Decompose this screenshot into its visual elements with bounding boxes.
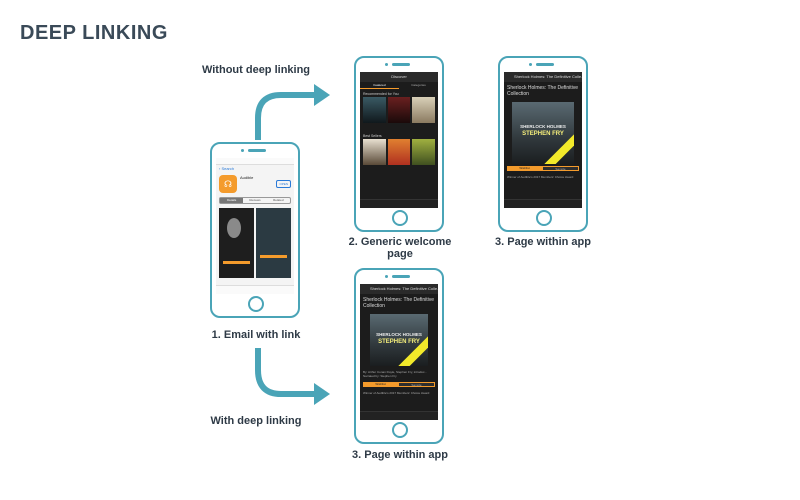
sample-button[interactable]: Sample (398, 382, 435, 387)
arrowhead-bottom (314, 383, 330, 405)
book-cover[interactable] (363, 97, 386, 123)
app-tab-bar (360, 199, 438, 208)
camera-dot (385, 275, 388, 278)
speaker-slot (392, 63, 410, 66)
label-generic-line2: page (387, 248, 413, 260)
speaker-slot (392, 275, 410, 278)
speaker-slot (536, 63, 554, 66)
award-text: Winner of Audible's 2017 Members' Choice… (507, 175, 574, 179)
store-tab-bar (216, 285, 294, 294)
cover-narrator: STEPHEN FRY (378, 339, 420, 345)
book-cover[interactable] (387, 97, 411, 123)
speaker-slot (248, 149, 266, 152)
recommended-row (360, 97, 438, 123)
detail-header: Sherlock Holmes: The Definitive Colle... (360, 284, 438, 294)
detail-header: Sherlock Holmes: The Definitive Colle... (504, 72, 582, 82)
label-page-within-app-top: 3. Page within app (495, 236, 591, 248)
cover-narrator: STEPHEN FRY (522, 131, 564, 137)
tab-details[interactable]: Details (220, 198, 244, 203)
discover-screen: Discover Featured Categories Recommended… (360, 72, 438, 208)
cover-title: SHERLOCK HOLMES (520, 124, 566, 129)
detail-screen: Sherlock Holmes: The Definitive Colle...… (360, 284, 438, 420)
screenshot-2 (256, 208, 291, 278)
detail-buttons: Wishlist Sample (363, 382, 435, 387)
label-without-deep-linking: Without deep linking (201, 64, 311, 76)
phone-email: ‹ Search ☊ Audible OPEN Details Reviews … (210, 142, 300, 318)
phone-page-within-app-top: Sherlock Holmes: The Definitive Colle...… (498, 56, 588, 232)
book-cover[interactable] (412, 139, 436, 165)
status-bar (216, 158, 294, 165)
discover-header: Discover (360, 72, 438, 82)
arrow-without-deep-linking (255, 92, 316, 140)
screenshot-1 (219, 208, 254, 278)
section-best-sellers: Best Sellers (363, 134, 382, 138)
home-button (392, 210, 408, 226)
wishlist-button[interactable]: Wishlist (507, 166, 542, 171)
phone-generic-welcome: Discover Featured Categories Recommended… (354, 56, 444, 232)
label-generic-welcome: 2. Generic welcome page (340, 236, 460, 260)
label-email-with-link: 1. Email with link (211, 329, 301, 341)
screenshots (216, 206, 294, 280)
camera-dot (529, 63, 532, 66)
narrator-line: Narrated by: Stephen Fry (363, 374, 397, 378)
segment-featured[interactable]: Featured (360, 82, 399, 89)
discover-segments: Featured Categories (360, 82, 438, 89)
phone-page-within-app-bottom: Sherlock Holmes: The Definitive Colle...… (354, 268, 444, 444)
detail-heading: Sherlock Holmes: The Definitive Collecti… (507, 85, 579, 97)
store-tabs: Details Reviews Related (219, 197, 291, 204)
app-name: Audible (240, 175, 254, 180)
award-text: Winner of Audible's 2017 Members' Choice… (363, 391, 430, 395)
page-title: DEEP LINKING (20, 22, 168, 44)
detail-screen: Sherlock Holmes: The Definitive Colle...… (504, 72, 582, 208)
label-generic-line1: 2. Generic welcome (348, 236, 452, 248)
home-button (248, 296, 264, 312)
book-cover[interactable] (363, 139, 386, 165)
wishlist-button[interactable]: Wishlist (363, 382, 398, 387)
open-button[interactable]: OPEN (276, 180, 291, 188)
app-store-screen: ‹ Search ☊ Audible OPEN Details Reviews … (216, 158, 294, 294)
headphones-icon: ☊ (219, 175, 237, 193)
tab-related[interactable]: Related (273, 198, 284, 202)
book-cover[interactable] (387, 139, 411, 165)
section-recommended: Recommended for You (363, 92, 399, 96)
cover-title: SHERLOCK HOLMES (376, 332, 422, 337)
arrowhead-top (314, 84, 330, 106)
best-sellers-row (360, 139, 438, 165)
app-header: ☊ Audible OPEN (216, 173, 294, 195)
app-tab-bar (360, 411, 438, 420)
back-link[interactable]: ‹ Search (219, 166, 235, 171)
book-cover-art: SHERLOCK HOLMES STEPHEN FRY (370, 314, 428, 366)
detail-info: By: Arthur Conan Doyle, Stephen Fry, int… (360, 368, 438, 380)
sample-button[interactable]: Sample (542, 166, 579, 171)
camera-dot (385, 63, 388, 66)
home-button (392, 422, 408, 438)
book-cover-art: SHERLOCK HOLMES STEPHEN FRY (512, 102, 574, 164)
byline: By: Arthur Conan Doyle, Stephen Fry, int… (363, 370, 427, 374)
detail-heading: Sherlock Holmes: The Definitive Collecti… (363, 297, 435, 309)
label-with-deep-linking: With deep linking (210, 415, 302, 427)
detail-buttons: Wishlist Sample (507, 166, 579, 171)
arrow-with-deep-linking (255, 348, 316, 397)
book-cover[interactable] (412, 97, 436, 123)
cover-sash (543, 133, 574, 164)
app-tab-bar (504, 199, 582, 208)
tab-reviews[interactable]: Reviews (249, 198, 261, 202)
home-button (536, 210, 552, 226)
label-page-within-app-bottom: 3. Page within app (352, 449, 448, 461)
camera-dot (241, 149, 244, 152)
segment-categories[interactable]: Categories (411, 83, 426, 87)
